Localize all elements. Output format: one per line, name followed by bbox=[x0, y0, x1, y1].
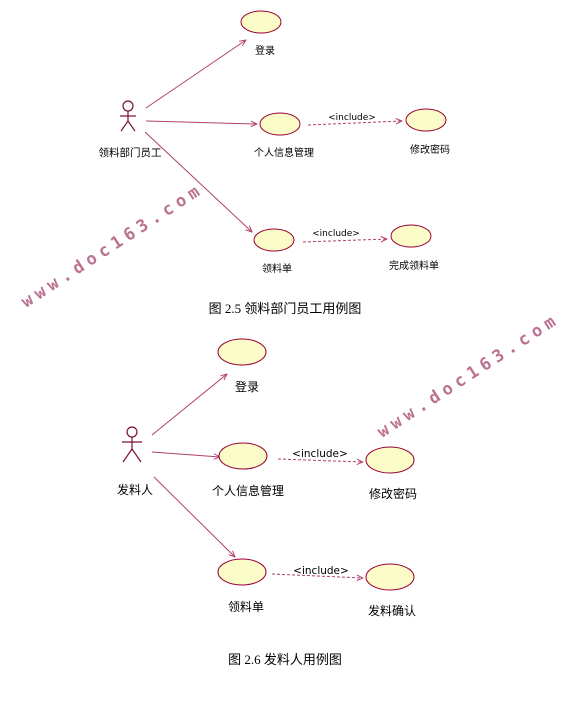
diagram-2-5: 领料部门员工 登录 个人信息管理 领料单 修改密码 完成领料单 <include… bbox=[99, 10, 450, 316]
use-case-label-change-password: 修改密码 bbox=[369, 486, 417, 501]
watermark: www.doc163.com bbox=[18, 179, 208, 312]
use-case-confirm-issue bbox=[365, 563, 415, 591]
diagram-2-6: 发料人 登录 个人信息管理 领料单 修改密码 发料确认 <include> <i… bbox=[117, 338, 417, 667]
use-case-label-login: 登录 bbox=[235, 379, 259, 394]
association-lines bbox=[144, 40, 257, 232]
figure-caption: 图 2.5 领料部门员工用例图 bbox=[209, 301, 362, 316]
actor-figure bbox=[120, 100, 136, 132]
include-lines bbox=[271, 458, 363, 578]
association-lines bbox=[151, 374, 235, 557]
use-case-label-login: 登录 bbox=[255, 44, 275, 57]
use-case-label-complete-requisition: 完成领料单 bbox=[389, 259, 439, 272]
actor-label: 领料部门员工 bbox=[99, 146, 162, 159]
use-case-label-requisition: 领料单 bbox=[262, 262, 292, 275]
use-case-label-change-password: 修改密码 bbox=[410, 143, 450, 156]
include-label: <include> bbox=[328, 113, 376, 123]
use-case-profile bbox=[259, 112, 301, 136]
use-case-change-password bbox=[365, 446, 415, 474]
include-label: <include> bbox=[293, 565, 349, 577]
use-case-profile bbox=[218, 442, 268, 470]
actor-figure bbox=[122, 426, 142, 463]
use-case-label-profile: 个人信息管理 bbox=[254, 146, 314, 159]
watermark: www.doc163.com bbox=[374, 309, 564, 442]
use-case-login bbox=[217, 338, 267, 366]
use-case-complete-requisition bbox=[390, 224, 432, 248]
include-lines bbox=[302, 121, 402, 243]
use-case-change-password bbox=[405, 108, 447, 132]
use-case-label-profile: 个人信息管理 bbox=[212, 483, 284, 498]
use-case-label-confirm-issue: 发料确认 bbox=[368, 603, 416, 618]
include-label: <include> bbox=[312, 229, 360, 239]
use-case-requisition bbox=[217, 558, 267, 586]
use-case-login bbox=[240, 10, 282, 34]
use-case-requisition bbox=[253, 228, 295, 252]
actor-label: 发料人 bbox=[117, 482, 153, 497]
figure-caption: 图 2.6 发料人用例图 bbox=[228, 652, 342, 667]
use-case-label-requisition: 领料单 bbox=[228, 600, 264, 614]
include-label: <include> bbox=[292, 448, 348, 460]
